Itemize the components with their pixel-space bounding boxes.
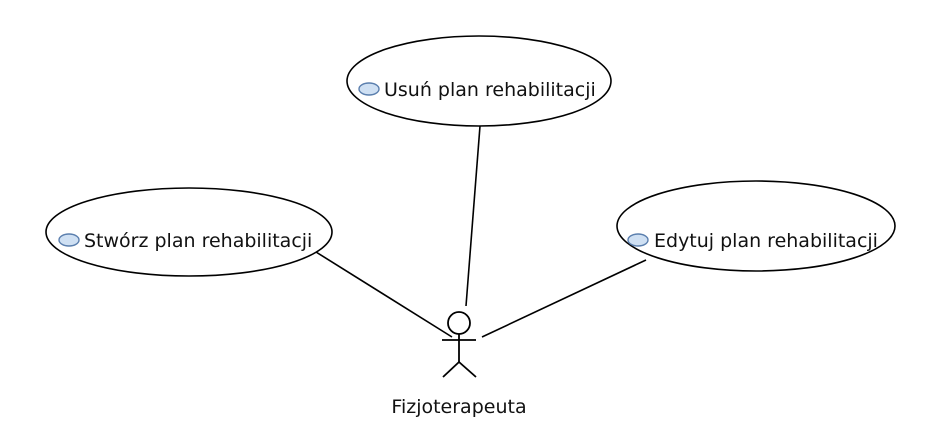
actor-name: Fizjoterapeuta xyxy=(391,396,526,418)
use-case-ellipse xyxy=(346,35,612,127)
stick-figure-actor-icon xyxy=(442,311,477,378)
use-case-icon xyxy=(627,233,649,247)
association-usun xyxy=(465,125,481,307)
use-case-label: Edytuj plan rehabilitacji xyxy=(654,230,878,252)
use-case-label: Stwórz plan rehabilitacji xyxy=(84,230,312,252)
use-case-label: Usuń plan rehabilitacji xyxy=(384,79,596,101)
use-case-ellipse xyxy=(616,180,896,272)
use-case-edytuj-plan[interactable]: Edytuj plan rehabilitacji xyxy=(616,180,896,272)
use-case-icon xyxy=(58,233,80,247)
actor-fizjoterapeuta[interactable]: Fizjoterapeuta xyxy=(391,311,527,418)
association-edytuj xyxy=(481,259,647,338)
use-case-stworz-plan[interactable]: Stwórz plan rehabilitacji xyxy=(45,187,333,277)
use-case-icon xyxy=(358,82,380,96)
use-case-ellipse xyxy=(45,187,333,277)
association-stworz xyxy=(315,251,453,338)
use-case-usun-plan[interactable]: Usuń plan rehabilitacji xyxy=(346,35,612,127)
